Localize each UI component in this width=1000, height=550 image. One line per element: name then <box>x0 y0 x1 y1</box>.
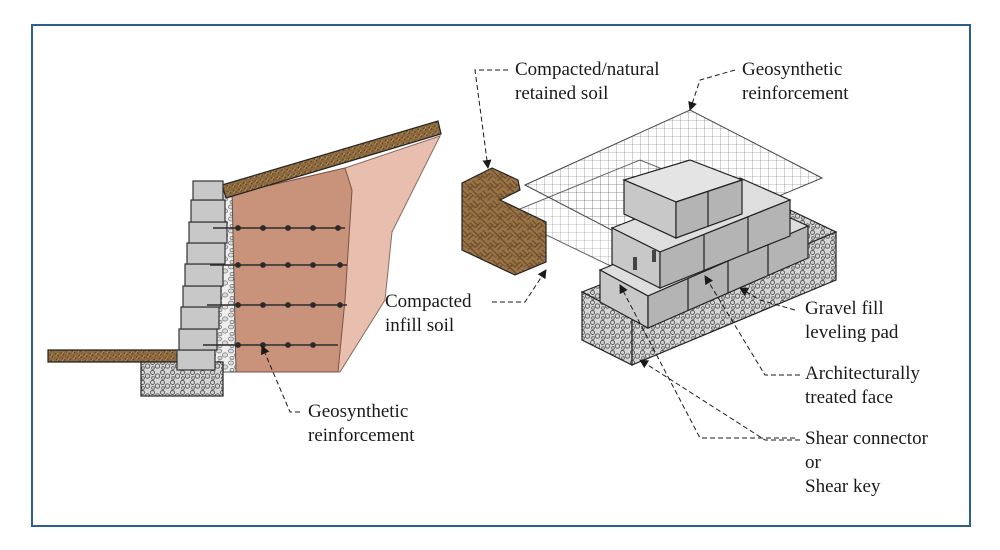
label-infill-soil: Compacted infill soil <box>385 290 472 338</box>
label-gravel-pad-line2: leveling pad <box>805 322 899 343</box>
toe-ground <box>47 349 179 363</box>
label-reinforcement-bottom-line2: reinforcement <box>308 425 415 446</box>
geosynthetic-layers <box>203 225 347 348</box>
label-retained-soil: Compacted/natural retained soil <box>515 58 660 106</box>
label-reinforcement-top: Geosynthetic reinforcement <box>742 58 849 106</box>
label-shear-connector-line2: or <box>805 452 821 473</box>
infill-soil-zone <box>231 167 353 373</box>
label-reinforcement-bottom-line1: Geosynthetic <box>308 401 409 422</box>
retained-soil-block <box>461 167 547 276</box>
label-gravel-pad-line1: Gravel fill <box>805 298 884 319</box>
segmental-blocks <box>176 180 228 371</box>
label-treated-face-line2: treated face <box>805 387 894 408</box>
slope-crust <box>221 120 442 199</box>
label-shear-connector-line3: Shear key <box>805 476 881 497</box>
isometric-view <box>461 109 838 366</box>
label-infill-soil-line1: Compacted <box>385 291 472 312</box>
cross-section <box>47 120 442 397</box>
label-retained-soil-line1: Compacted/natural <box>515 59 660 80</box>
label-reinforcement-bottom: Geosynthetic reinforcement <box>308 400 415 448</box>
label-treated-face-line1: Architecturally <box>805 363 921 384</box>
label-gravel-pad: Gravel fill leveling pad <box>805 297 898 345</box>
label-shear-connector-line1: Shear connector <box>805 428 928 449</box>
label-infill-soil-line2: infill soil <box>385 315 455 336</box>
label-treated-face: Architecturally treated face <box>805 362 920 410</box>
leader-lines <box>260 69 800 441</box>
label-reinforcement-top-line2: reinforcement <box>742 83 849 104</box>
label-retained-soil-line2: retained soil <box>515 83 609 104</box>
label-reinforcement-top-line1: Geosynthetic <box>742 59 843 80</box>
label-shear-connector: Shear connector or Shear key <box>805 427 928 499</box>
